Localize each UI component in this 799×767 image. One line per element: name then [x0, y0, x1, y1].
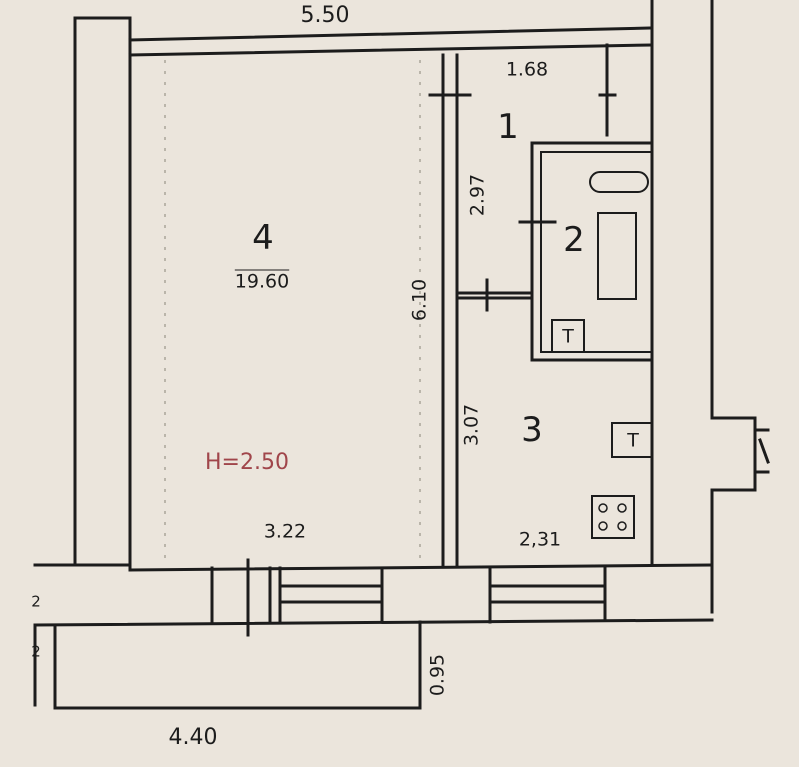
toilet: [551, 319, 585, 353]
window-1: [210, 566, 384, 624]
room-3-number: 3: [521, 410, 543, 450]
kitchen-width-label: 2,31: [518, 528, 562, 551]
partition-room4: [441, 53, 459, 567]
right-notch: [753, 428, 770, 474]
kitchen-unit-label: T: [627, 429, 639, 452]
kitchen-unit: [611, 422, 653, 458]
bathtub: [597, 212, 637, 300]
bathroom-inner: [540, 151, 653, 353]
room-1-number: 1: [497, 107, 519, 147]
sink: [589, 171, 649, 193]
wall-tick-label-2: 2: [31, 642, 41, 661]
top-wall: [128, 26, 652, 57]
toilet-label: T: [562, 325, 574, 348]
room-height-label: 6.10: [408, 278, 431, 322]
right-outer-wall: [710, 0, 757, 614]
room-4-area: 19.60: [234, 270, 290, 293]
stove-burners: [598, 503, 627, 531]
ceiling-height: H=2.50: [205, 450, 289, 475]
balcony: [53, 620, 422, 710]
partition-horizontal: [455, 291, 534, 300]
room-4-number: 4: [252, 218, 274, 258]
bottom-wall: [33, 563, 714, 627]
kitchen-height-label: 3.07: [460, 403, 483, 447]
balcony-depth-label: 0.95: [426, 653, 449, 697]
wall-tick-label-1: 2: [31, 592, 41, 611]
stove: [591, 495, 635, 539]
top-width-label: 5.50: [300, 3, 350, 28]
bath-height-label: 2.97: [466, 173, 489, 217]
window-2: [488, 564, 607, 624]
balcony-width-label: 4.40: [168, 725, 218, 750]
hall-width-label: 1.68: [505, 58, 549, 81]
room-2-number: 2: [563, 220, 585, 260]
room-width-label: 3.22: [263, 520, 307, 543]
